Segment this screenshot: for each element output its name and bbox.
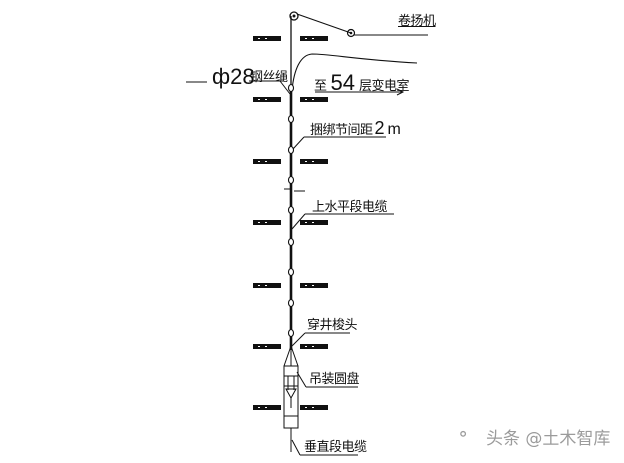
hoist-disc-assembly [283, 345, 299, 452]
tie-spacing-prefix: 捆绑节间距 [310, 123, 373, 138]
upper-cable-curve [291, 53, 418, 91]
tie-spacing-unit: m [387, 121, 401, 138]
shaft-head-label: 穿井梭头 [307, 318, 358, 333]
rope-label: 钢丝绳 [250, 70, 288, 85]
winch-label: 卷扬机 [398, 14, 436, 29]
floor-number: 54 [330, 70, 355, 95]
hoist-disc-label: 吊装圆盘 [309, 372, 360, 387]
rope-size-label: ф28 [212, 64, 255, 89]
to-prefix: 至 [314, 79, 327, 94]
tie-spacing-label: 捆绑节间距 2 m [310, 118, 401, 139]
watermark-text: 头条 @土木智库 [486, 429, 611, 449]
destination-label: 至 54 层变电室 [314, 70, 410, 96]
to-suffix: 层变电室 [359, 79, 410, 94]
wechat-icon: ⚬ [456, 425, 471, 445]
tie-spacing-value: 2 [374, 118, 385, 138]
upper-cable-label: 上水平段电缆 [312, 200, 388, 215]
slab-dash-gaps [258, 38, 314, 408]
guide-pulley-icon [346, 28, 356, 38]
tie-points [287, 83, 295, 338]
vertical-cable-label: 垂直段电缆 [304, 440, 367, 455]
top-pulley-icon [289, 11, 299, 21]
